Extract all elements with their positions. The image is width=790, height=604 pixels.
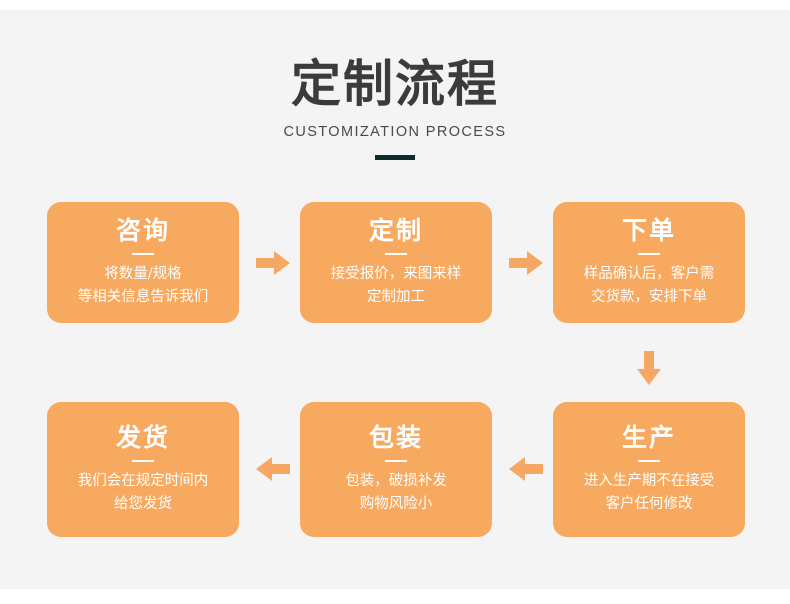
arrow-right-icon: [256, 250, 290, 276]
process-step-card-3[interactable]: 下单 样品确认后，客户需 交货款，安排下单: [553, 202, 745, 323]
step-description: 将数量/规格 等相关信息告诉我们: [77, 266, 209, 305]
step-separator: [132, 253, 154, 255]
arrow-down-icon: [636, 351, 662, 385]
process-step-card-6[interactable]: 发货 我们会在规定时间内 给您发货: [47, 402, 239, 537]
step-title: 咨询: [115, 216, 170, 245]
step-separator: [638, 253, 660, 255]
arrow-left-icon: [509, 456, 543, 482]
step-separator: [385, 460, 407, 462]
step-title: 下单: [621, 216, 676, 245]
step-separator: [638, 460, 660, 462]
step-title: 发货: [115, 423, 170, 452]
page-title: 定制流程: [291, 55, 499, 113]
arrow-left-icon: [256, 456, 290, 482]
page-header: 定制流程 CUSTOMIZATION PROCESS: [0, 55, 790, 160]
title-underline-rule: [375, 155, 415, 160]
step-separator: [132, 460, 154, 462]
process-step-card-1[interactable]: 咨询 将数量/规格 等相关信息告诉我们: [47, 202, 239, 323]
step-title: 定制: [368, 216, 423, 245]
step-description: 接受报价，来图来样 定制加工: [330, 266, 462, 305]
step-title: 包装: [368, 423, 423, 452]
step-description: 进入生产期不在接受 客户任何修改: [583, 473, 715, 512]
page-subtitle: CUSTOMIZATION PROCESS: [283, 124, 507, 140]
process-step-card-5[interactable]: 包装 包装，破损补发 购物风险小: [300, 402, 492, 537]
process-step-card-2[interactable]: 定制 接受报价，来图来样 定制加工: [300, 202, 492, 323]
step-title: 生产: [621, 423, 676, 452]
process-step-card-4[interactable]: 生产 进入生产期不在接受 客户任何修改: [553, 402, 745, 537]
step-description: 样品确认后，客户需 交货款，安排下单: [583, 266, 715, 305]
step-description: 我们会在规定时间内 给您发货: [77, 473, 209, 512]
step-description: 包装，破损补发 购物风险小: [345, 473, 447, 512]
step-separator: [385, 253, 407, 255]
arrow-right-icon: [509, 250, 543, 276]
